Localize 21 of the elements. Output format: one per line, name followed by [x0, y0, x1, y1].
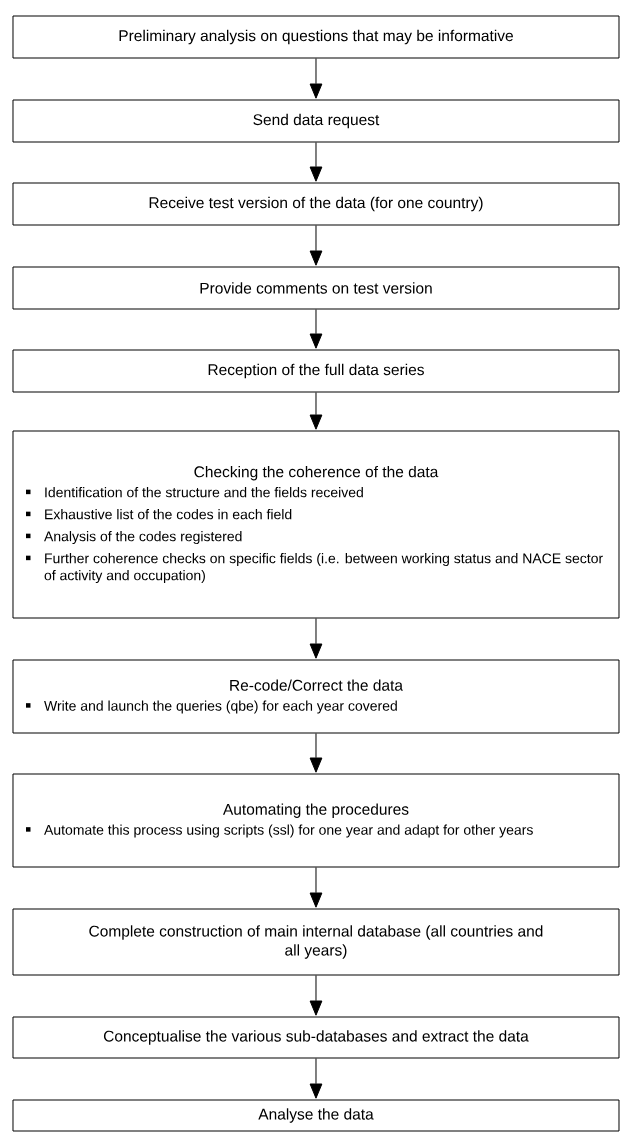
- process-box: Re-code/Correct the data Write and launch the queries (qbe) for each year covered: [12, 659, 620, 734]
- process-box: Conceptualise the various sub-databases and extract the data: [12, 1016, 620, 1059]
- process-box: Receive test version of the data (for one country): [12, 182, 620, 226]
- arrow: [309, 225, 323, 266]
- process-box: Automating the procedures Automate this process using scripts (ssl) for one year and adapt for other years: [12, 773, 620, 868]
- arrow: [309, 867, 323, 908]
- process-box: Preliminary analysis on questions that may be informative: [12, 15, 620, 59]
- process-box: Analyse the data: [12, 1099, 620, 1132]
- arrow: [309, 309, 323, 349]
- arrow: [309, 58, 323, 99]
- arrow: [309, 975, 323, 1016]
- arrow: [309, 1058, 323, 1099]
- arrow: [309, 733, 323, 773]
- arrow: [309, 618, 323, 659]
- process-box: Send data request: [12, 99, 620, 143]
- process-box: Reception of the full data series: [12, 349, 620, 393]
- process-box: Provide comments on test version: [12, 266, 620, 310]
- arrow: [309, 142, 323, 182]
- arrow: [309, 392, 323, 430]
- process-box: Checking the coherence of the data Identification of the structure and the fields received Exhaustive list of the codes in each field Analysis of the codes registered Further coherence checks on specific fields (i.e. between working status and NACE sector of activity and occupation): [12, 430, 620, 619]
- process-box: Complete construction of main internal database (all countries and all years): [12, 908, 620, 976]
